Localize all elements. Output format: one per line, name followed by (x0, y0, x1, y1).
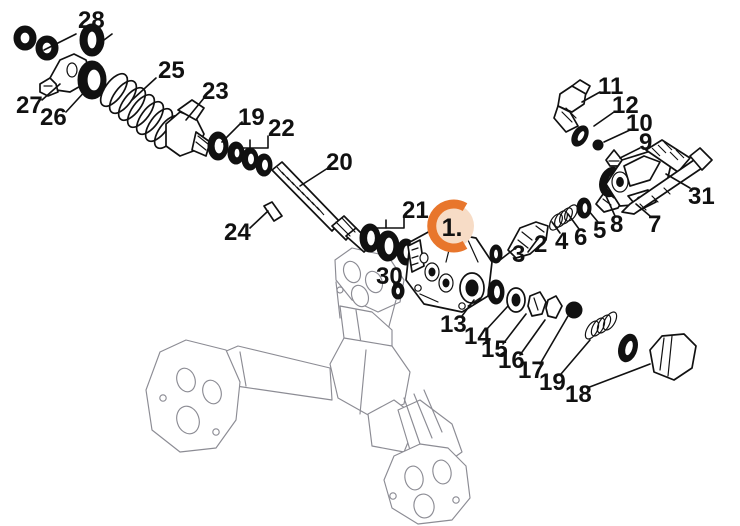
part-lock-nut-pair (13, 25, 59, 61)
callout-21: 21 (402, 197, 429, 224)
part-fitting-nipple-11 (553, 79, 591, 133)
callout-12: 12 (612, 92, 639, 119)
part-oring-19-a (207, 131, 229, 161)
part-retainer-cup-16 (545, 295, 563, 319)
part-check-ball-17 (565, 301, 583, 319)
part-long-bolt (621, 147, 713, 215)
callout-27: 27 (16, 92, 43, 119)
callout-20: 20 (326, 149, 353, 176)
callout-labels: 28 27 26 25 23 19 22 20 24 21 30 13 14 1… (16, 7, 715, 408)
leader-lines (41, 33, 691, 389)
callout-6: 6 (574, 224, 587, 251)
callout-4: 4 (555, 228, 569, 255)
callout-25: 25 (158, 57, 185, 84)
selected-part-label: 1. (442, 214, 463, 242)
callout-11: 11 (598, 73, 623, 100)
part-fitting-oring-12 (571, 125, 589, 147)
callout-3: 3 (512, 241, 525, 268)
callout-2: 2 (534, 231, 547, 258)
callout-13: 13 (440, 311, 467, 338)
part-valve-plunger-2 (507, 221, 549, 259)
part-spacer-ring-6 (576, 197, 592, 219)
part-washer-stack-22 (227, 141, 273, 177)
part-worm-shaft (271, 161, 373, 253)
part-oring-3 (489, 244, 503, 264)
callout-19-b: 19 (539, 369, 566, 396)
callout-28: 28 (78, 7, 105, 34)
part-washer-top (79, 23, 105, 57)
selected-part-ring[interactable]: 1. (427, 199, 474, 253)
callout-17: 17 (518, 357, 545, 384)
callout-14: 14 (464, 323, 491, 350)
callout-8: 8 (610, 211, 623, 238)
callout-30: 30 (376, 263, 403, 290)
callout-15: 15 (481, 336, 508, 363)
callout-19-a: 19 (238, 104, 265, 131)
callout-22: 22 (268, 115, 295, 142)
callout-7: 7 (648, 211, 661, 238)
callout-26: 26 (40, 104, 67, 131)
part-spring-seat-15 (527, 291, 547, 317)
part-washer-26 (77, 60, 107, 100)
part-seat-washer-14 (506, 287, 526, 313)
part-spring-19b (584, 311, 638, 363)
axle-housing (145, 247, 471, 525)
callout-16: 16 (498, 347, 525, 374)
part-end-plug-18 (649, 333, 697, 381)
part-oring-13 (487, 279, 505, 305)
callout-18: 18 (565, 381, 592, 408)
part-cone-seat-9 (605, 149, 623, 167)
part-spring-4 (549, 204, 578, 231)
part-small-ball-10 (592, 139, 604, 151)
callout-9: 9 (639, 129, 652, 156)
callout-24: 24 (224, 219, 251, 246)
part-hex-gland-nut (165, 99, 211, 157)
callout-31: 31 (688, 183, 715, 210)
part-roll-pin (263, 201, 283, 222)
callout-23: 23 (202, 78, 229, 105)
part-small-oring-30 (391, 282, 405, 300)
callout-5: 5 (593, 217, 606, 244)
callout-10: 10 (626, 110, 653, 137)
